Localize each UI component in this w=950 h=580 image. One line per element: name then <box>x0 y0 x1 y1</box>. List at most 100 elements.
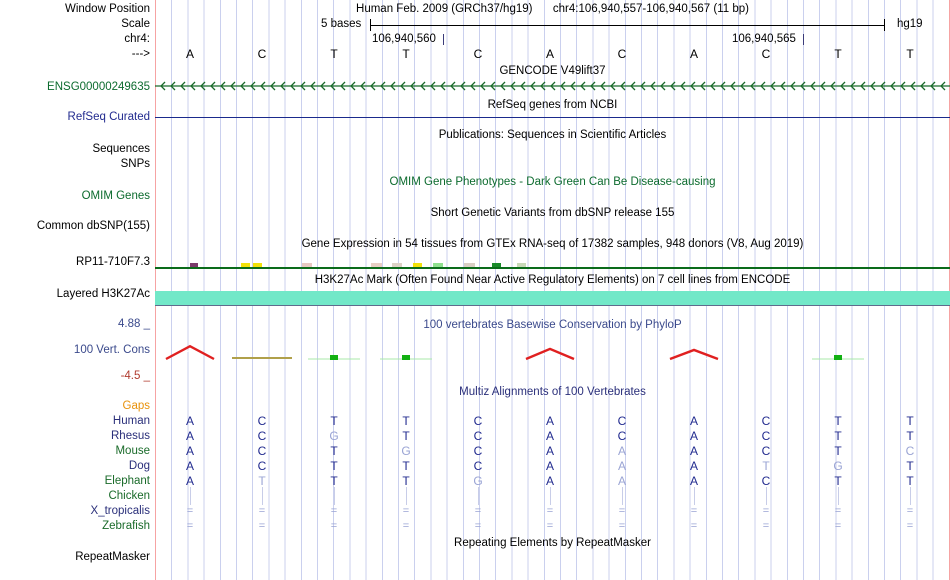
ruler-base-9: T <box>834 47 842 61</box>
sidebar-item-100-vert-cons[interactable]: 100 Vert. Cons <box>73 344 150 356</box>
gtex-bar-9 <box>492 263 501 267</box>
refseq-curated-line[interactable] <box>155 117 950 118</box>
sidebar-item-species-x-tropicalis[interactable]: X_tropicalis <box>90 505 150 517</box>
sidebar-item-refseq-curated[interactable]: RefSeq Curated <box>67 111 150 123</box>
align-base-x_tropicalis-10: = <box>906 505 914 517</box>
ruler-base-0: A <box>185 47 194 61</box>
ruler-base-10: T <box>906 47 914 61</box>
align-base-elephant-1: T <box>258 474 266 488</box>
sidebar-item-repeatmasker[interactable]: RepeatMasker <box>75 551 150 563</box>
track-title-h3k27ac: H3K27Ac Mark (Often Found Near Active Re… <box>314 274 791 286</box>
align-base-x_tropicalis-4: = <box>474 505 482 517</box>
sidebar-item-species-elephant[interactable]: Elephant <box>104 475 150 487</box>
track-title-repeatmasker: Repeating Elements by RepeatMasker <box>454 537 651 549</box>
coordinate-label-right: 106,940,565 <box>732 33 796 45</box>
align-base-x_tropicalis-8: = <box>762 505 770 517</box>
ruler-base-3: T <box>402 47 410 61</box>
align-base-elephant-2: T <box>330 474 338 488</box>
phylop-conservation-chart[interactable] <box>155 333 950 375</box>
align-base-rhesus-0: A <box>185 429 194 443</box>
ruler-base-8: C <box>761 47 771 61</box>
align-base-zebrafish-2: = <box>330 520 338 532</box>
align-base-elephant-0: A <box>185 474 194 488</box>
align-base-zebrafish-0: = <box>186 520 194 532</box>
align-connector-6 <box>622 487 623 505</box>
sidebar-item-gencode[interactable]: ENSG00000249635 <box>47 81 150 93</box>
align-base-human-1: C <box>257 414 267 428</box>
align-base-rhesus-3: T <box>402 429 410 443</box>
cons-axis-max: 4.88 _ <box>118 318 150 330</box>
align-base-dog-3: T <box>402 459 410 473</box>
align-base-zebrafish-9: = <box>834 520 842 532</box>
align-base-human-3: T <box>402 414 410 428</box>
sidebar-item-layered-h3k27ac[interactable]: Layered H3K27Ac <box>56 288 150 300</box>
align-base-human-10: T <box>906 414 914 428</box>
align-connector-0 <box>190 487 191 505</box>
h3k27ac-signal-bar[interactable] <box>155 291 950 305</box>
align-base-dog-4: C <box>473 459 483 473</box>
align-base-human-6: C <box>617 414 627 428</box>
align-connector-2 <box>334 487 335 505</box>
sidebar-item-species-mouse[interactable]: Mouse <box>115 445 150 457</box>
align-base-elephant-5: A <box>545 474 554 488</box>
align-base-human-4: C <box>473 414 483 428</box>
gtex-bar-3 <box>302 263 312 267</box>
label-strand-arrow: ---> <box>131 48 150 60</box>
gtex-bar-7 <box>433 263 443 267</box>
align-base-human-9: T <box>834 414 842 428</box>
gtex-baseline <box>155 267 950 269</box>
align-base-dog-9: G <box>833 459 843 473</box>
ruler-base-4: C <box>473 47 483 61</box>
align-base-mouse-5: A <box>545 444 554 458</box>
sidebar-item-species-chicken[interactable]: Chicken <box>108 490 150 502</box>
align-base-zebrafish-1: = <box>258 520 266 532</box>
gencode-transcript-arrows[interactable] <box>155 80 950 92</box>
sidebar-item-common-dbsnp[interactable]: Common dbSNP(155) <box>36 220 150 232</box>
sidebar-item-species-human[interactable]: Human <box>112 415 150 427</box>
sidebar-item-species-rhesus[interactable]: Rhesus <box>111 430 150 442</box>
align-base-rhesus-5: A <box>545 429 554 443</box>
align-connector-1 <box>262 487 263 505</box>
gtex-expression-bars[interactable] <box>155 258 950 267</box>
track-data-area: Human Feb. 2009 (GRCh37/hg19) chr4:106,9… <box>155 0 950 580</box>
sidebar-item-gtex-gene[interactable]: RP11-710F7.3 <box>76 256 150 268</box>
align-connector-9 <box>838 487 839 505</box>
sidebar-item-species-dog[interactable]: Dog <box>128 460 150 472</box>
sidebar-item-omim-genes[interactable]: OMIM Genes <box>81 190 150 202</box>
h3k27ac-baseline <box>155 305 950 306</box>
align-base-elephant-7: A <box>689 474 698 488</box>
align-connector-4 <box>478 487 479 505</box>
gtex-bar-1 <box>241 263 250 267</box>
align-base-x_tropicalis-6: = <box>618 505 626 517</box>
gtex-bar-10 <box>517 263 526 267</box>
align-base-x_tropicalis-0: = <box>186 505 194 517</box>
align-base-rhesus-9: T <box>834 429 842 443</box>
align-base-x_tropicalis-2: = <box>330 505 338 517</box>
sidebar-item-sequences[interactable]: Sequences <box>92 143 150 155</box>
align-base-mouse-4: C <box>473 444 483 458</box>
align-connector-7 <box>694 487 695 505</box>
sidebar-item-snps[interactable]: SNPs <box>120 158 150 170</box>
align-base-zebrafish-4: = <box>474 520 482 532</box>
align-base-rhesus-10: T <box>906 429 914 443</box>
sidebar-item-gaps[interactable]: Gaps <box>122 400 151 412</box>
coordinate-tick-right <box>803 34 804 45</box>
align-base-human-7: A <box>689 414 698 428</box>
align-base-x_tropicalis-1: = <box>258 505 266 517</box>
align-base-zebrafish-7: = <box>690 520 698 532</box>
scale-text: 5 bases <box>321 18 362 30</box>
align-base-elephant-3: T <box>402 474 410 488</box>
track-title-multiz: Multiz Alignments of 100 Vertebrates <box>459 386 646 398</box>
align-base-mouse-10: C <box>905 444 915 458</box>
align-base-rhesus-4: C <box>473 429 483 443</box>
coordinate-label-left: 106,940,560 <box>372 33 436 45</box>
align-base-human-0: A <box>185 414 194 428</box>
align-base-human-8: C <box>761 414 771 428</box>
gtex-bar-8 <box>464 263 475 267</box>
track-title-gencode: GENCODE V49lift37 <box>499 65 606 77</box>
gtex-bar-5 <box>392 263 402 267</box>
align-connector-3 <box>406 487 407 505</box>
sidebar-item-species-zebrafish[interactable]: Zebrafish <box>102 520 150 532</box>
assembly-title: Human Feb. 2009 (GRCh37/hg19) <box>356 3 533 15</box>
align-base-mouse-1: C <box>257 444 267 458</box>
